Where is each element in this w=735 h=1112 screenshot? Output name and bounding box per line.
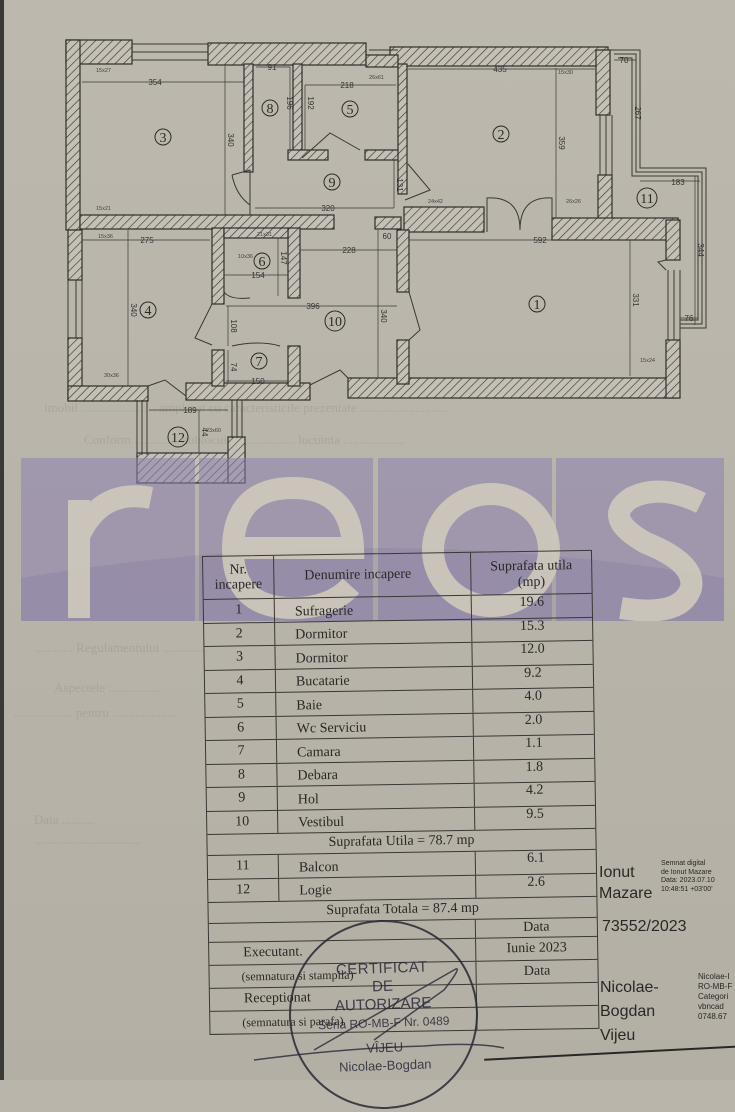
svg-text:196: 196 [285,96,294,110]
handwritten-signature [253,968,505,1061]
svg-text:10: 10 [328,315,342,330]
svg-text:15x21: 15x21 [96,206,111,212]
svg-text:26x26: 26x26 [566,199,581,205]
svg-text:108: 108 [229,319,238,333]
svg-text:354: 354 [148,78,162,87]
ghost-text: Data .......... [34,812,95,827]
svg-text:74: 74 [229,363,238,372]
ghost-text: .................. pentru ..............… [14,705,178,720]
svg-text:11: 11 [640,192,653,207]
room-labels: 1 2 3 4 5 6 7 8 9 10 11 12 [145,102,654,446]
svg-text:76: 76 [685,314,694,323]
svg-text:192: 192 [306,96,315,110]
svg-text:70: 70 [620,56,629,65]
svg-text:189: 189 [183,406,197,415]
svg-text:344: 344 [696,243,705,257]
svg-text:359: 359 [557,136,566,150]
svg-text:228: 228 [342,246,356,255]
svg-text:10x36: 10x36 [238,254,253,260]
svg-text:6: 6 [259,255,266,270]
svg-text:15x27: 15x27 [96,68,111,74]
svg-text:3: 3 [160,131,167,146]
digital-signature-name-2: Nicolae- Bogdan Vijeu [600,979,659,1044]
svg-text:150: 150 [251,377,265,386]
svg-text:12: 12 [171,431,185,446]
svg-text:24x42: 24x42 [428,199,443,205]
corner-tags: 15x27 15x21 26x61 15x30 24x42 26x26 15x3… [96,68,655,434]
svg-text:15x24: 15x24 [640,358,655,364]
svg-text:340: 340 [129,303,138,317]
svg-text:592: 592 [533,236,547,245]
svg-text:5: 5 [347,103,354,118]
table-header: Nr.incapere Denumire incapere Suprafata … [203,550,592,600]
ghost-text: imobil ....................... amplasat … [44,400,448,415]
svg-text:9: 9 [329,176,336,191]
digital-signature-meta-2: Nicolae-I RO-MB-F Categori vbncad 0748.6… [698,972,733,1021]
svg-text:154: 154 [251,271,265,280]
svg-text:275: 275 [140,236,154,245]
ghost-text: ................................. [34,832,142,847]
svg-text:435: 435 [493,65,507,74]
svg-text:91: 91 [268,63,277,72]
ghost-text: ............ Regulamentului ............… [34,640,205,655]
svg-text:340: 340 [226,133,235,147]
svg-text:218: 218 [340,81,354,90]
svg-text:147: 147 [279,251,288,265]
svg-text:131: 131 [395,178,404,192]
svg-text:331: 331 [631,293,640,307]
svg-text:44: 44 [200,428,209,437]
svg-text:8: 8 [267,102,274,117]
svg-text:267: 267 [633,106,642,120]
svg-text:320: 320 [321,204,335,213]
svg-text:183: 183 [671,178,685,187]
svg-text:7: 7 [256,355,263,370]
document-page: imobil ....................... amplasat … [4,0,735,1112]
svg-text:15x36: 15x36 [98,234,113,240]
svg-text:60: 60 [383,232,392,241]
ghost-text: Aspectele ........ ....... [54,680,161,695]
svg-text:340: 340 [379,309,388,323]
registration-number: 73552/2023 [602,918,687,935]
svg-text:2: 2 [498,128,505,143]
floor-plan: 354 340 91 196 192 218 435 359 70 267 18… [65,39,707,484]
svg-text:23x60: 23x60 [206,428,221,434]
svg-text:15x30: 15x30 [558,70,573,76]
svg-text:26x61: 26x61 [369,75,384,81]
dimension-labels: 354 340 91 196 192 218 435 359 70 267 18… [129,56,705,437]
svg-text:396: 396 [306,302,320,311]
digital-signature-meta: Semnat digital de Ionut Mazare Data: 202… [661,860,715,893]
page-edge [0,0,4,1080]
svg-text:21x31: 21x31 [257,232,272,238]
svg-text:4: 4 [145,304,152,319]
svg-text:30x36: 30x36 [104,373,119,379]
digital-signature-name: Ionut Mazare [599,864,653,902]
svg-text:1: 1 [534,298,541,313]
